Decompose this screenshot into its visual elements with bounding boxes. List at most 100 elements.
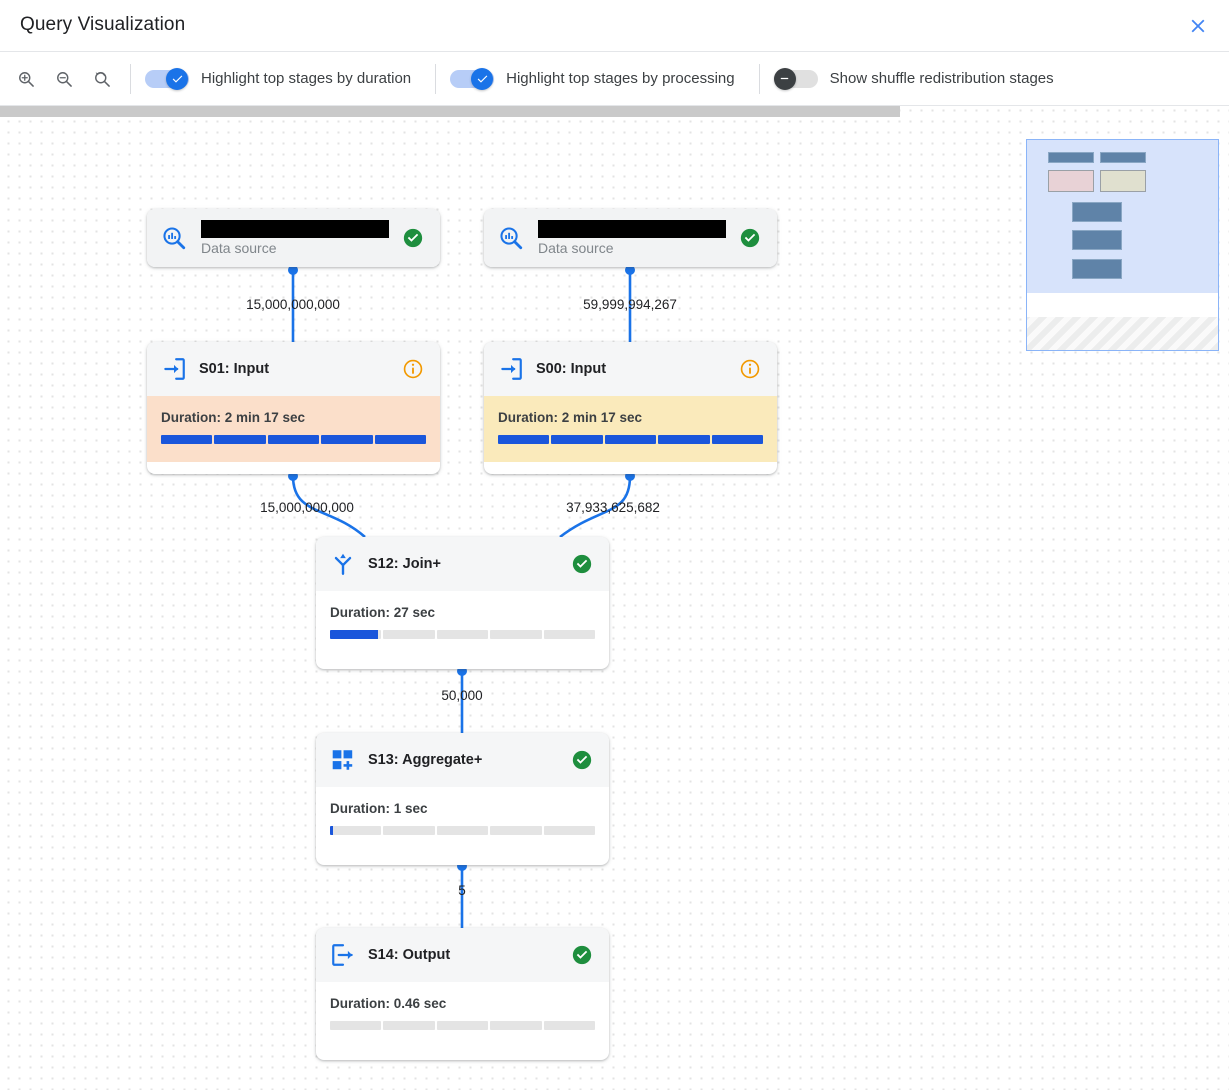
toggle-label-show-shuffle: Show shuffle redistribution stages: [829, 70, 1054, 87]
check-circle-icon: [569, 553, 595, 575]
node-header: S01: Input: [147, 342, 440, 396]
duration-text: Duration: 27 sec: [330, 605, 436, 620]
progress-segment: [374, 435, 427, 444]
duration-text: Duration: 1 sec: [330, 801, 428, 816]
switch-highlight-duration[interactable]: [145, 67, 189, 90]
node-title: S01: Input: [199, 361, 270, 377]
node-body: Duration: 2 min 17 sec: [484, 396, 777, 462]
progress-bar: [330, 630, 596, 639]
minus-icon: [780, 77, 789, 80]
aggregate-icon: [330, 747, 360, 773]
progress-segment: [490, 826, 542, 835]
check-icon: [477, 75, 487, 83]
toolbar-divider-1: [130, 63, 131, 94]
minimap-node: [1072, 202, 1122, 222]
horizontal-scrollbar[interactable]: [0, 106, 900, 117]
progress-segment: [383, 630, 435, 639]
minimap-node: [1100, 152, 1146, 163]
edge-label: 50,000: [441, 688, 483, 703]
progress-segment: [604, 435, 657, 444]
switch-highlight-processing[interactable]: [450, 67, 495, 90]
datasource-name-block: Data source: [201, 220, 400, 256]
switch-knob: [773, 67, 796, 90]
progress-segment: [330, 1021, 382, 1030]
zoom-out-icon: [57, 71, 72, 87]
node-stage-S01[interactable]: S01: Input Duration: 2 min 17 sec: [147, 342, 440, 474]
output-arrow-icon: [330, 942, 360, 968]
minimap-viewport[interactable]: [1027, 140, 1218, 293]
progress-segment: [498, 435, 550, 444]
toggle-show-shuffle[interactable]: Show shuffle redistribution stages: [773, 67, 1054, 90]
progress-segment: [161, 435, 213, 444]
zoom-reset-icon: [95, 71, 110, 87]
toggle-highlight-processing[interactable]: Highlight top stages by processing: [450, 67, 735, 90]
progress-segment: [330, 630, 382, 639]
node-stage-S12[interactable]: S12: Join+ Duration: 27 sec: [316, 537, 609, 669]
node-datasource-left[interactable]: Data source: [147, 209, 440, 267]
toggle-label-highlight-processing: Highlight top stages by processing: [506, 70, 735, 87]
node-datasource-right[interactable]: Data source: [484, 209, 777, 267]
node-header: Data source: [484, 209, 777, 267]
info-circle-icon[interactable]: [737, 358, 763, 380]
toggle-highlight-duration[interactable]: Highlight top stages by duration: [145, 67, 412, 90]
check-circle-icon: [400, 227, 426, 249]
duration-text: Duration: 2 min 17 sec: [161, 410, 306, 425]
node-header: S13: Aggregate+: [316, 733, 609, 787]
node-subtitle: Data source: [201, 240, 277, 256]
minimap-node: [1048, 152, 1094, 163]
node-title: S12: Join+: [368, 556, 441, 572]
minimap-node: [1072, 230, 1122, 250]
data-source-search-icon: [498, 225, 528, 251]
switch-show-shuffle[interactable]: [773, 67, 818, 90]
edge-label: 15,000,000,000: [260, 500, 354, 515]
input-arrow-icon: [498, 356, 528, 382]
toolbar-divider-2: [435, 63, 437, 94]
progress-bar: [161, 435, 427, 444]
datasource-name-block: Data source: [538, 220, 737, 256]
progress-segment: [330, 826, 382, 835]
node-stage-S13[interactable]: S13: Aggregate+ Duration: 1 sec: [316, 733, 609, 865]
minimap-node: [1072, 259, 1122, 279]
zoom-in-button[interactable]: [12, 65, 40, 93]
close-button[interactable]: [1181, 9, 1215, 43]
graph-canvas[interactable]: 15,000,000,000 59,999,994,267 15,000,000…: [0, 106, 1229, 1090]
node-title: S13: Aggregate+: [368, 752, 483, 768]
input-arrow-icon: [161, 356, 191, 382]
switch-knob: [166, 67, 188, 90]
check-circle-icon: [569, 944, 595, 966]
edge-label: 15,000,000,000: [246, 297, 340, 312]
progress-segment: [711, 435, 764, 444]
node-title: S00: Input: [536, 361, 607, 377]
node-header: S00: Input: [484, 342, 777, 396]
info-circle-icon[interactable]: [400, 358, 426, 380]
node-header: S12: Join+: [316, 537, 609, 591]
window-titlebar: Query Visualization: [0, 0, 1229, 52]
duration-text: Duration: 0.46 sec: [330, 996, 447, 1011]
redacted-name-bar: [538, 220, 726, 238]
close-icon: [1191, 19, 1205, 33]
progress-segment: [551, 435, 603, 444]
data-source-search-icon: [161, 225, 191, 251]
progress-segment: [543, 1021, 596, 1030]
zoom-in-icon: [19, 71, 34, 87]
node-title: S14: Output: [368, 947, 451, 963]
edge-label: 59,999,994,267: [583, 297, 677, 312]
node-stage-S00[interactable]: S00: Input Duration: 2 min 17 sec: [484, 342, 777, 474]
check-circle-icon: [569, 749, 595, 771]
minimap-node: [1048, 170, 1094, 192]
duration-text: Duration: 2 min 17 sec: [498, 410, 643, 425]
edge-label: 5: [458, 883, 466, 898]
node-subtitle: Data source: [538, 240, 614, 256]
zoom-out-button[interactable]: [50, 65, 78, 93]
check-icon: [172, 75, 182, 83]
toggle-label-highlight-duration: Highlight top stages by duration: [201, 70, 412, 87]
progress-segment: [321, 435, 373, 444]
minimap-node: [1100, 170, 1146, 192]
node-stage-S14[interactable]: S14: Output Duration: 0.46 sec: [316, 928, 609, 1060]
zoom-reset-button[interactable]: [88, 65, 116, 93]
page-title: Query Visualization: [20, 14, 186, 35]
minimap[interactable]: [1026, 139, 1219, 351]
zoom-controls: [0, 65, 116, 93]
progress-segment: [658, 435, 710, 444]
switch-knob: [471, 67, 494, 90]
